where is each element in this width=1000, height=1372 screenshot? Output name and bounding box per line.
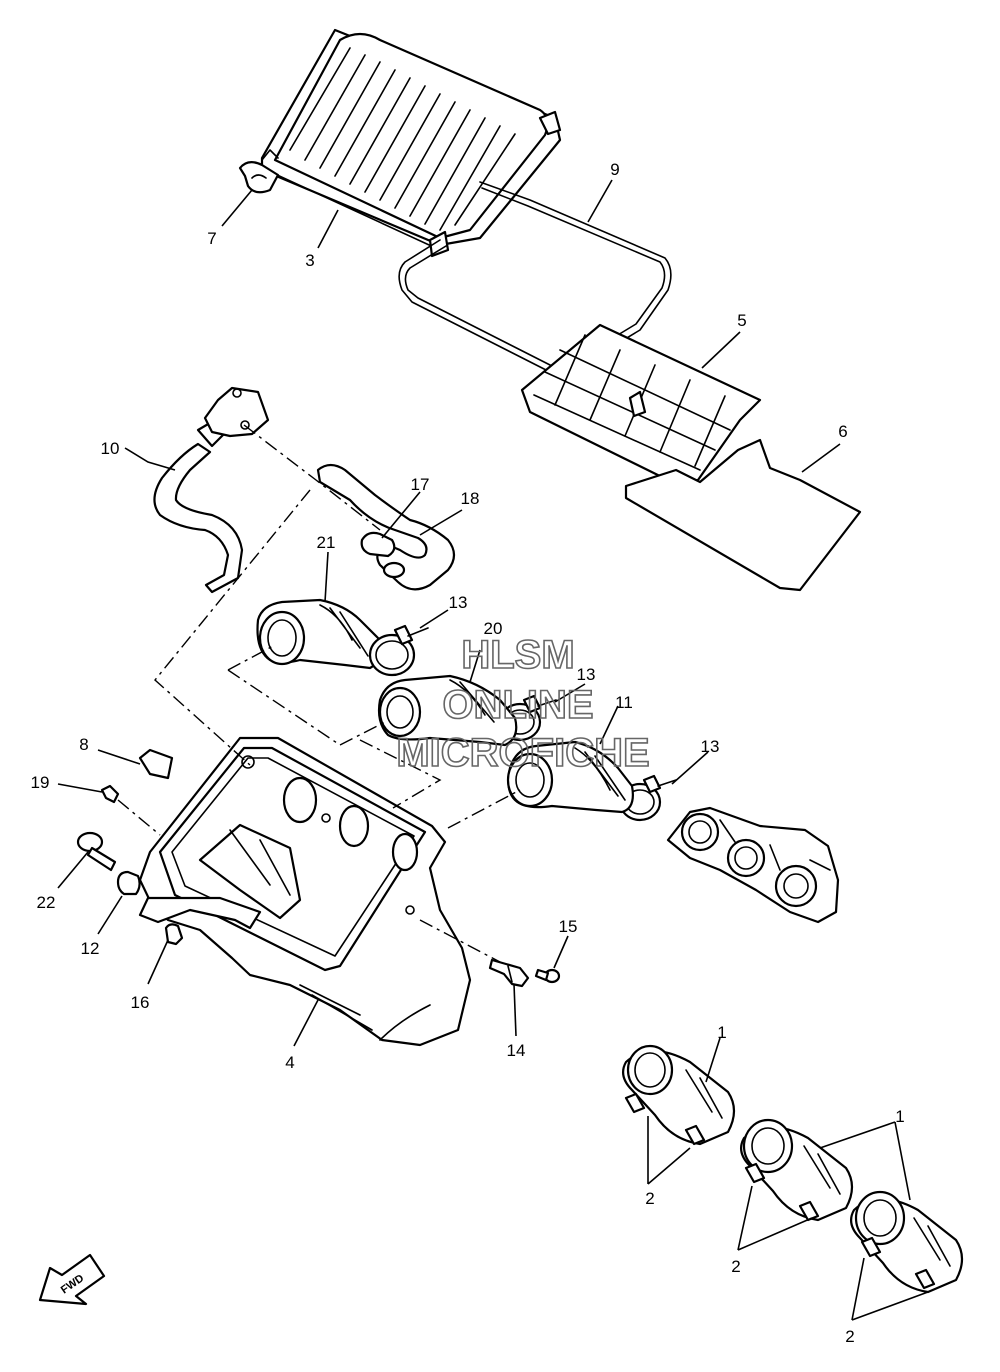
callout-22: 22 [37,893,56,912]
callout-13-lower: 13 [701,737,720,756]
callout-13-middle: 13 [577,665,596,684]
callout-21: 21 [317,533,336,552]
callout-6: 6 [838,422,847,441]
callout-3: 3 [305,251,314,270]
assembly-lines [117,424,521,963]
sensor-screw-part [534,968,561,984]
callout-15: 15 [559,917,578,936]
callout-7: 7 [207,229,216,248]
clamp-part-upper [368,624,429,677]
callout-14: 14 [507,1041,526,1060]
damper-pad-part [138,748,174,780]
callout-5: 5 [737,311,746,330]
air-filter-element-part [260,28,562,258]
callout-18: 18 [461,489,480,508]
throttle-body-part [666,806,840,924]
callout-11: 11 [615,693,633,712]
callout-17: 17 [411,475,430,494]
callout-13-upper: 13 [449,593,468,612]
airbox-part [138,736,472,1047]
callout-19: 19 [31,773,50,792]
intake-duct-lower-part [506,740,634,814]
callout-4: 4 [285,1053,294,1072]
watermark: HLSM ONLINE MICROFICHE [396,632,651,776]
bolt-part [76,831,117,872]
intake-sensor-part [488,958,530,988]
filter-sheet-part [624,438,862,592]
callout-20: 20 [484,619,503,638]
watermark-line-3: MICROFICHE [396,731,649,775]
hose-part [316,463,456,591]
leader-lines [57,179,929,1321]
clip-part [238,161,280,194]
grommet-part [116,870,141,896]
filter-grid-part [520,323,762,484]
intake-duct-middle-part [377,674,518,747]
intake-duct-part [256,598,382,670]
callout-1-a: 1 [717,1023,726,1042]
callout-2-b: 2 [731,1257,740,1276]
callout-10: 10 [101,439,120,458]
throttle-joint-part-c [849,1190,964,1294]
watermark-line-2: ONLINE [442,683,593,727]
callout-2-c: 2 [845,1327,854,1346]
watermark-line-1: HLSM [461,633,574,677]
callout-16: 16 [131,993,150,1012]
callout-1-b: 1 [895,1107,904,1126]
callout-labels: 9 7 3 5 6 10 17 18 21 13 20 13 11 13 8 1… [31,160,905,1346]
callout-12: 12 [81,939,100,958]
hose-clamp-part [360,531,396,558]
drain-plug-part [164,923,184,946]
hose-fitting-part [203,386,270,438]
callout-8: 8 [79,735,88,754]
throttle-joint-part-b [739,1118,854,1222]
fwd-direction-badge: FWD [38,1253,106,1306]
callout-2-a: 2 [645,1189,654,1208]
throttle-joint-part-a [621,1044,736,1146]
small-clip-part [100,784,120,804]
callout-9: 9 [610,160,619,179]
breather-hose-part [153,418,244,594]
